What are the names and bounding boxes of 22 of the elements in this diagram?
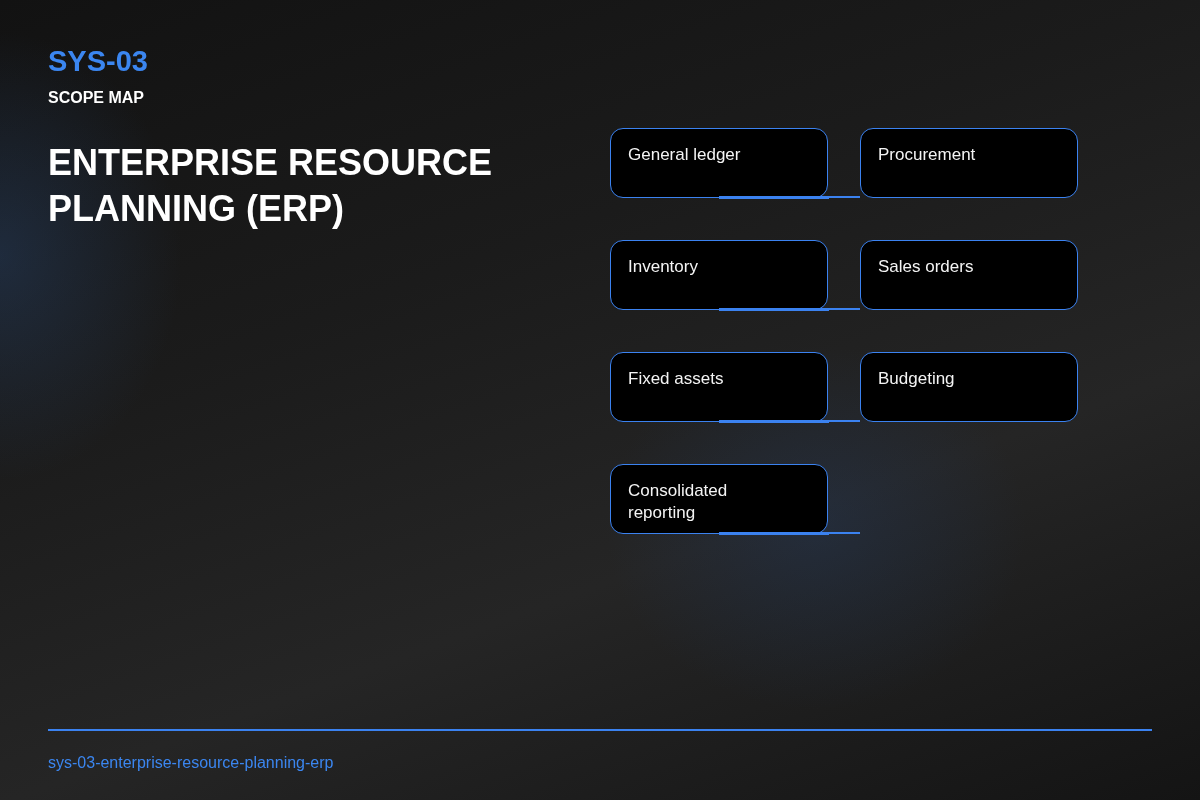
title: ENTERPRISE RESOURCE PLANNING (ERP) (48, 141, 494, 231)
module-label: Budgeting (878, 368, 956, 390)
module-box (610, 240, 828, 310)
connector-line (827, 196, 861, 198)
connector-line (827, 308, 861, 310)
module-box (610, 464, 828, 534)
module-label: Inventory (628, 256, 699, 278)
module-label: Sales orders (878, 256, 975, 278)
module-box (610, 352, 828, 422)
connector-line (827, 420, 861, 422)
module-box (860, 240, 1078, 310)
module-box (860, 352, 1078, 422)
module-label: Fixed assets (628, 368, 725, 390)
subtitle: SCOPE MAP (48, 88, 144, 108)
module-box (610, 128, 828, 198)
module-label: Consolidated reporting (628, 480, 729, 524)
module-label: Procurement (878, 144, 977, 166)
footer-slug: sys-03-enterprise-resource-planning-erp (48, 753, 334, 773)
id-code: SYS-03 (48, 44, 148, 78)
module-label: General ledger (628, 144, 742, 166)
module-box (860, 128, 1078, 198)
connector-line (827, 532, 861, 534)
